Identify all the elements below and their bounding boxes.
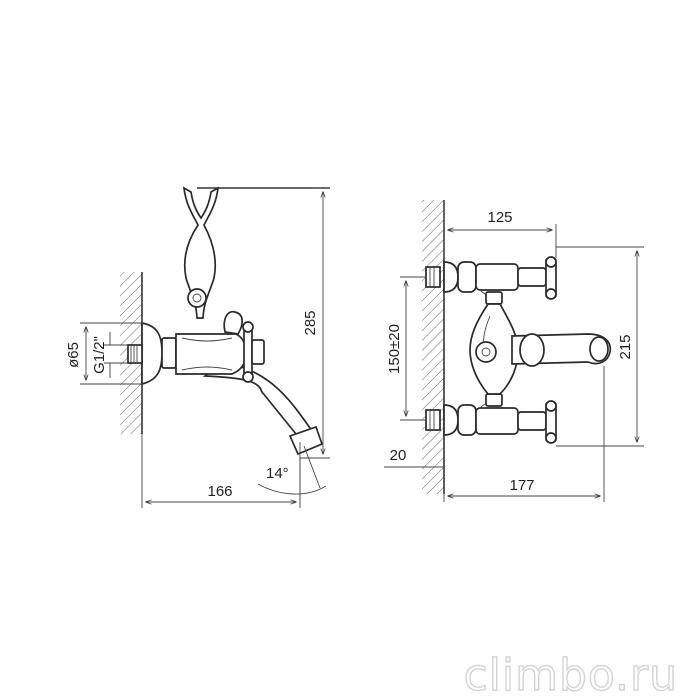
center-riser [469, 291, 519, 407]
top-valve [475, 256, 557, 300]
front-view: 125 215 150±20 20 177 [384, 200, 644, 502]
label-angle: 14° [266, 465, 289, 482]
holder-ring [187, 288, 207, 308]
connection-nut [161, 337, 177, 369]
label-285: 285 [302, 310, 319, 335]
dimension-thread: G1/2" [91, 332, 128, 378]
top-inlet [425, 261, 477, 293]
dimension-side-height: 285 [300, 187, 330, 459]
shower-holder-hook [182, 186, 220, 319]
label-diameter-65: ø65 [65, 342, 82, 368]
mixer-body [175, 333, 247, 375]
wall-flange [141, 321, 163, 386]
dimension-spout-angle: 14° [257, 442, 327, 500]
diverter-knob [223, 310, 243, 335]
label-166: 166 [207, 483, 232, 500]
label-125: 125 [487, 209, 512, 226]
cross-handle [242, 321, 265, 383]
bottom-inlet [425, 404, 477, 436]
front-wall [422, 200, 445, 494]
label-150-20: 150±20 [386, 324, 403, 374]
dimension-inlet-spacing: 150±20 [386, 276, 426, 421]
label-thread: G1/2" [91, 336, 108, 374]
thread-stub [127, 344, 143, 364]
label-215: 215 [617, 334, 634, 359]
dimension-wall-offset: 20 [384, 447, 444, 468]
dimension-front-depth: 177 [443, 366, 605, 502]
dimension-handle-span: 125 [443, 200, 557, 258]
dimension-front-height: 215 [556, 246, 644, 447]
dimension-flange-diameter: ø65 [65, 322, 142, 385]
watermark: climbo.ru [463, 650, 678, 700]
label-20: 20 [390, 447, 407, 464]
bottom-valve [475, 400, 557, 444]
side-view: 285 166 ø65 G1/2" 14° [65, 186, 330, 508]
label-177: 177 [509, 477, 534, 494]
